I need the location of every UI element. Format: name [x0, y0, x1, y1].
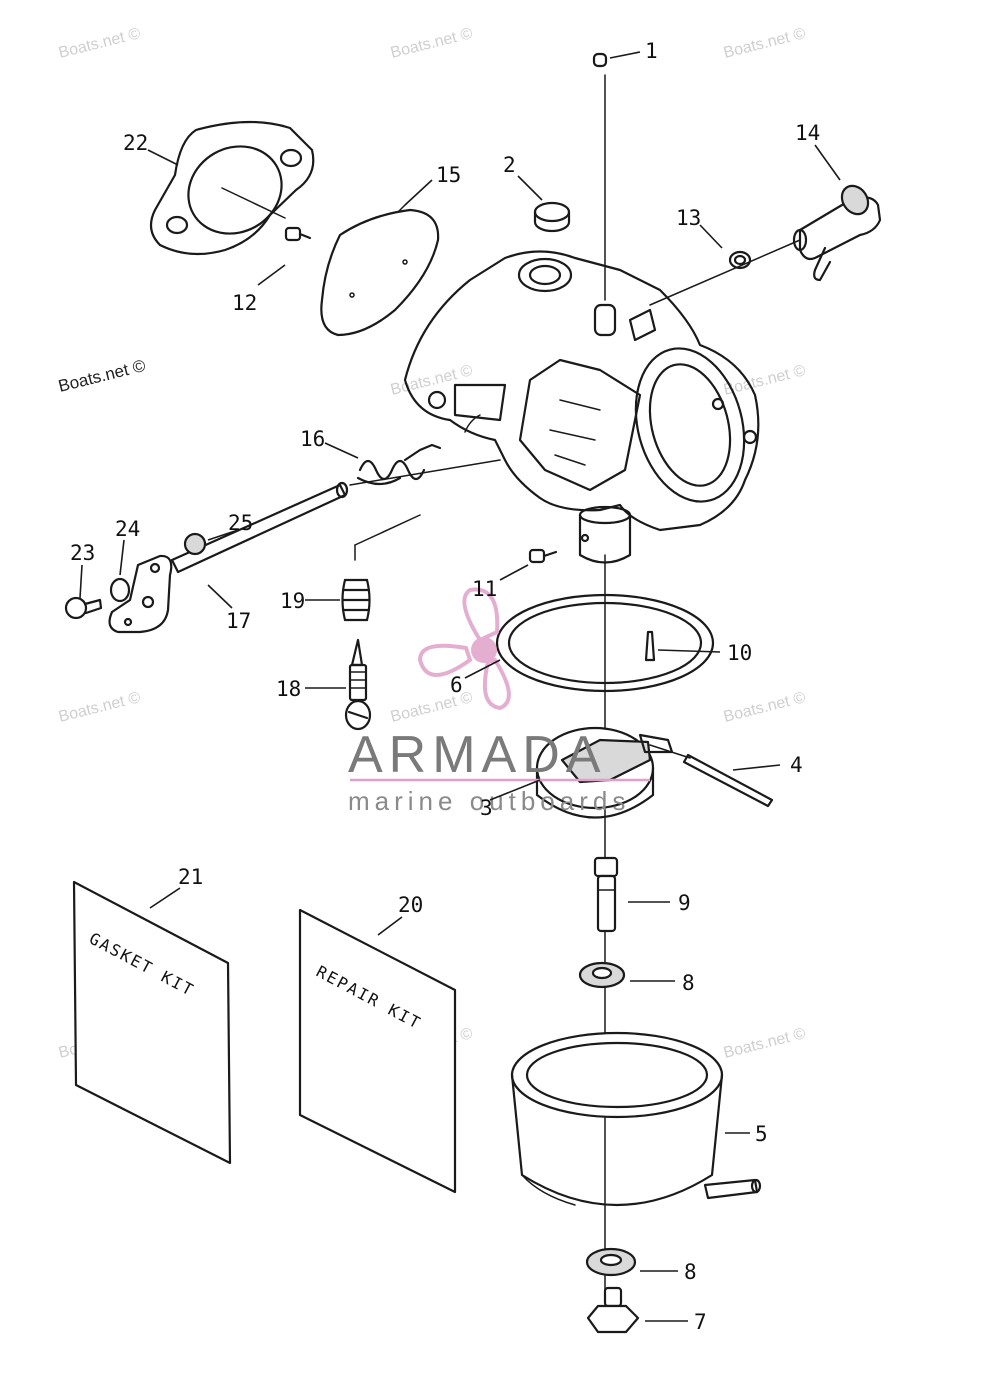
callout-leader: [814, 144, 841, 181]
callout-leader: [609, 51, 641, 59]
part-10-needle: [644, 630, 656, 662]
brand-name: ARMADA: [348, 726, 606, 784]
armada-logo: ARMADA marine outboards: [348, 587, 650, 816]
callouts: 1 2 13 14 22 15 12 16 25 24 23 17 19 18 …: [70, 39, 841, 1334]
watermark-text: Boats.net ©: [57, 25, 143, 62]
gasket-kit-card: GASKET KIT: [72, 880, 232, 1165]
callout-leader: [499, 564, 529, 581]
propeller-icon: [417, 587, 511, 711]
part-9-main-jet: [593, 856, 619, 933]
callout-leader: [149, 887, 181, 909]
part-14-elbow-fitting: [792, 184, 882, 282]
callout-leader: [119, 539, 125, 576]
callout-leader: [79, 564, 83, 599]
callout-label: 24: [115, 517, 140, 541]
callout-label: 13: [676, 206, 701, 230]
callout-label: 20: [398, 893, 423, 917]
part-8-washer-lower: [585, 1247, 637, 1277]
callout-label: 3: [480, 796, 493, 820]
part-5-float-bowl: [510, 1031, 762, 1206]
callout-leader: [464, 659, 501, 679]
part-25-nut: [183, 532, 207, 556]
callout-label: 2: [503, 153, 516, 177]
part-23-screw: [64, 596, 103, 620]
callout-label: 23: [70, 541, 95, 565]
callout-label: 18: [276, 677, 301, 701]
watermark-text: Boats.net ©: [57, 689, 143, 726]
callout-label: 11: [472, 577, 497, 601]
callout-leader: [489, 779, 541, 801]
callout-label: 15: [436, 163, 461, 187]
watermark-text: Boats.net ©: [722, 1025, 808, 1062]
repair-kit-card: REPAIR KIT: [298, 908, 457, 1194]
callout-label: 10: [727, 641, 752, 665]
callout-leader: [699, 224, 723, 249]
brand-tagline: marine outboards: [348, 786, 630, 816]
part-17-throttle-shaft: [170, 459, 501, 574]
callout-leader: [257, 264, 286, 286]
part-4-pin: [682, 753, 774, 808]
part-15-cover-plate: [320, 204, 440, 337]
part-8-washer-upper: [578, 961, 626, 989]
part-6-gasket-ring: [495, 593, 715, 693]
callout-label: 22: [123, 131, 148, 155]
callout-label: 5: [755, 1122, 768, 1146]
part-2-cap: [533, 201, 571, 233]
watermark-text-dark: Boats.net ©: [56, 356, 147, 396]
callout-label: 7: [694, 1310, 707, 1334]
callout-label: 8: [682, 971, 695, 995]
watermark-text: Boats.net ©: [722, 25, 808, 62]
callout-label: 12: [232, 291, 257, 315]
callout-label: 14: [795, 121, 820, 145]
callout-label: 16: [300, 427, 325, 451]
callout-label: 1: [645, 39, 658, 63]
watermark-text: Boats.net ©: [389, 25, 475, 62]
part-13-ring: [728, 250, 752, 270]
callout-leader: [517, 175, 543, 201]
part-3-float: [535, 726, 674, 819]
part-24-lever-plate: [108, 554, 173, 634]
callout-leader: [732, 764, 781, 771]
callout-leader: [324, 442, 359, 459]
callout-label: 19: [280, 589, 305, 613]
callout-label: 9: [678, 891, 691, 915]
callout-leader: [147, 149, 179, 166]
callout-label: 21: [178, 865, 203, 889]
part-7-drain-plug: [586, 1286, 640, 1334]
callout-label: 25: [228, 511, 253, 535]
part-18-needle-screw: [344, 638, 372, 731]
callout-label: 6: [450, 673, 463, 697]
part-11-screw: [528, 548, 558, 564]
part-16-spring: [356, 443, 442, 486]
part-19-spring: [341, 514, 421, 622]
callout-leader: [657, 649, 721, 653]
shaft-line-13: [649, 239, 801, 306]
callout-leader: [207, 529, 239, 541]
pin-axis-line: [649, 744, 691, 759]
part-carburetor-body: [403, 250, 760, 564]
callout-leader: [377, 916, 403, 936]
part-1-plug: [592, 52, 608, 68]
callout-leader: [207, 584, 233, 609]
callout-label: 8: [684, 1260, 697, 1284]
callout-leader: [404, 179, 433, 206]
callout-label: 4: [790, 753, 803, 777]
part-12-screw: [284, 226, 312, 242]
watermark-text: Boats.net ©: [722, 689, 808, 726]
callout-label: 17: [226, 609, 251, 633]
part-22-flange-gasket: [149, 120, 315, 256]
